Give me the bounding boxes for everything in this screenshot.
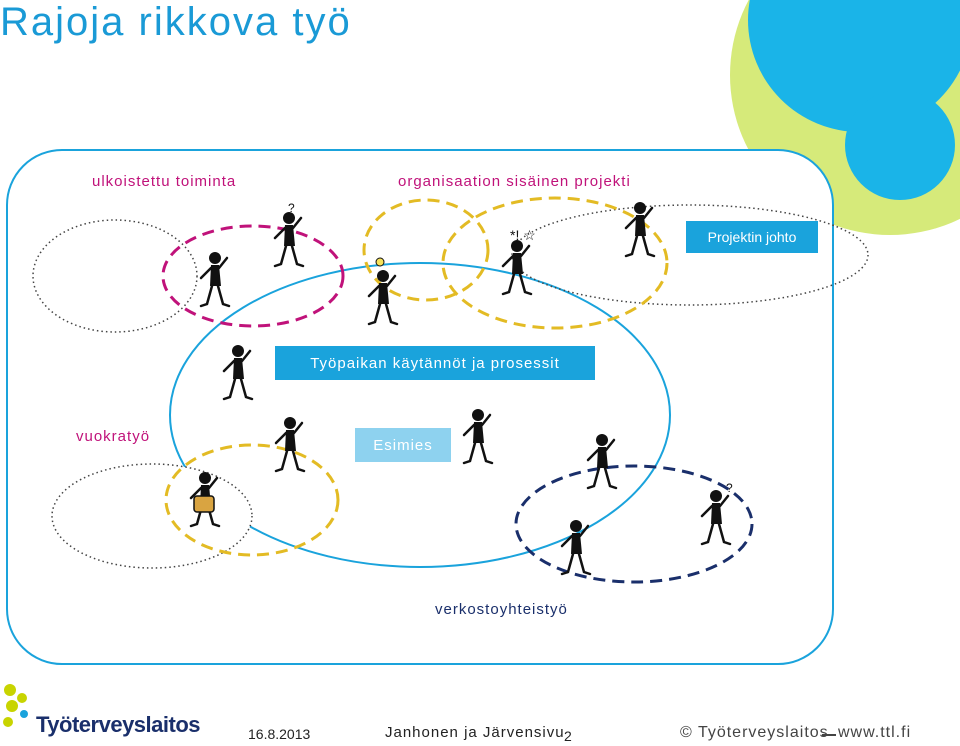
network-dashed-ellipse [514,464,754,584]
cursing-symbols-icon: *! ☆ [510,227,536,243]
lightbulb-icon [375,257,385,267]
project-small-dashed-ellipse [362,198,490,302]
question-mark-icon: ? [288,201,295,215]
ttl-logo-icon [3,684,28,727]
outsourced-label: ulkoistettu toiminta [92,173,237,190]
project-dotted-ellipse [511,204,869,306]
footer-date: 16.8.2013 [248,726,311,742]
person-figure [462,407,494,465]
temp-work-dashed-ellipse [164,443,340,557]
person-figure [624,200,656,258]
question-mark-icon: ? [726,481,733,495]
person-figure [560,518,592,576]
footer-separator [822,734,836,736]
person-figure [274,415,306,473]
footer-authors: Janhonen ja Järvensivu [385,724,565,741]
footer-copyright: © Työterveyslaitos [680,724,829,741]
person-figure [501,238,533,296]
workplace-processes-box: Työpaikan käytännöt ja prosessit [275,346,595,380]
outsourced-dashed-ellipse [161,224,345,328]
project-management-box: Projektin johto [686,221,818,253]
person-figure [367,268,399,326]
page-number: 2 [564,728,572,744]
supervisor-box: Esimies [355,428,451,462]
person-figure [273,210,305,268]
footer-website: www.ttl.fi [838,724,912,741]
person-figure [700,488,732,546]
person-figure [222,343,254,401]
briefcase-icon [193,495,215,513]
project-dashed-ellipse [441,196,669,330]
person-figure [586,432,618,490]
ttl-logo-text: Työterveyslaitos [36,712,201,737]
temp-work-label: vuokratyö [76,428,151,445]
slide-title: Rajoja rikkova työ [0,0,352,44]
person-figure [199,250,231,308]
internal-project-label: organisaation sisäinen projekti [398,173,631,190]
outsourced-dotted-ellipse [32,219,198,333]
workplace-core-ellipse [169,262,671,568]
blue-circle-small-decoration [845,90,955,200]
network-label: verkostoyhteistyö [435,601,568,618]
